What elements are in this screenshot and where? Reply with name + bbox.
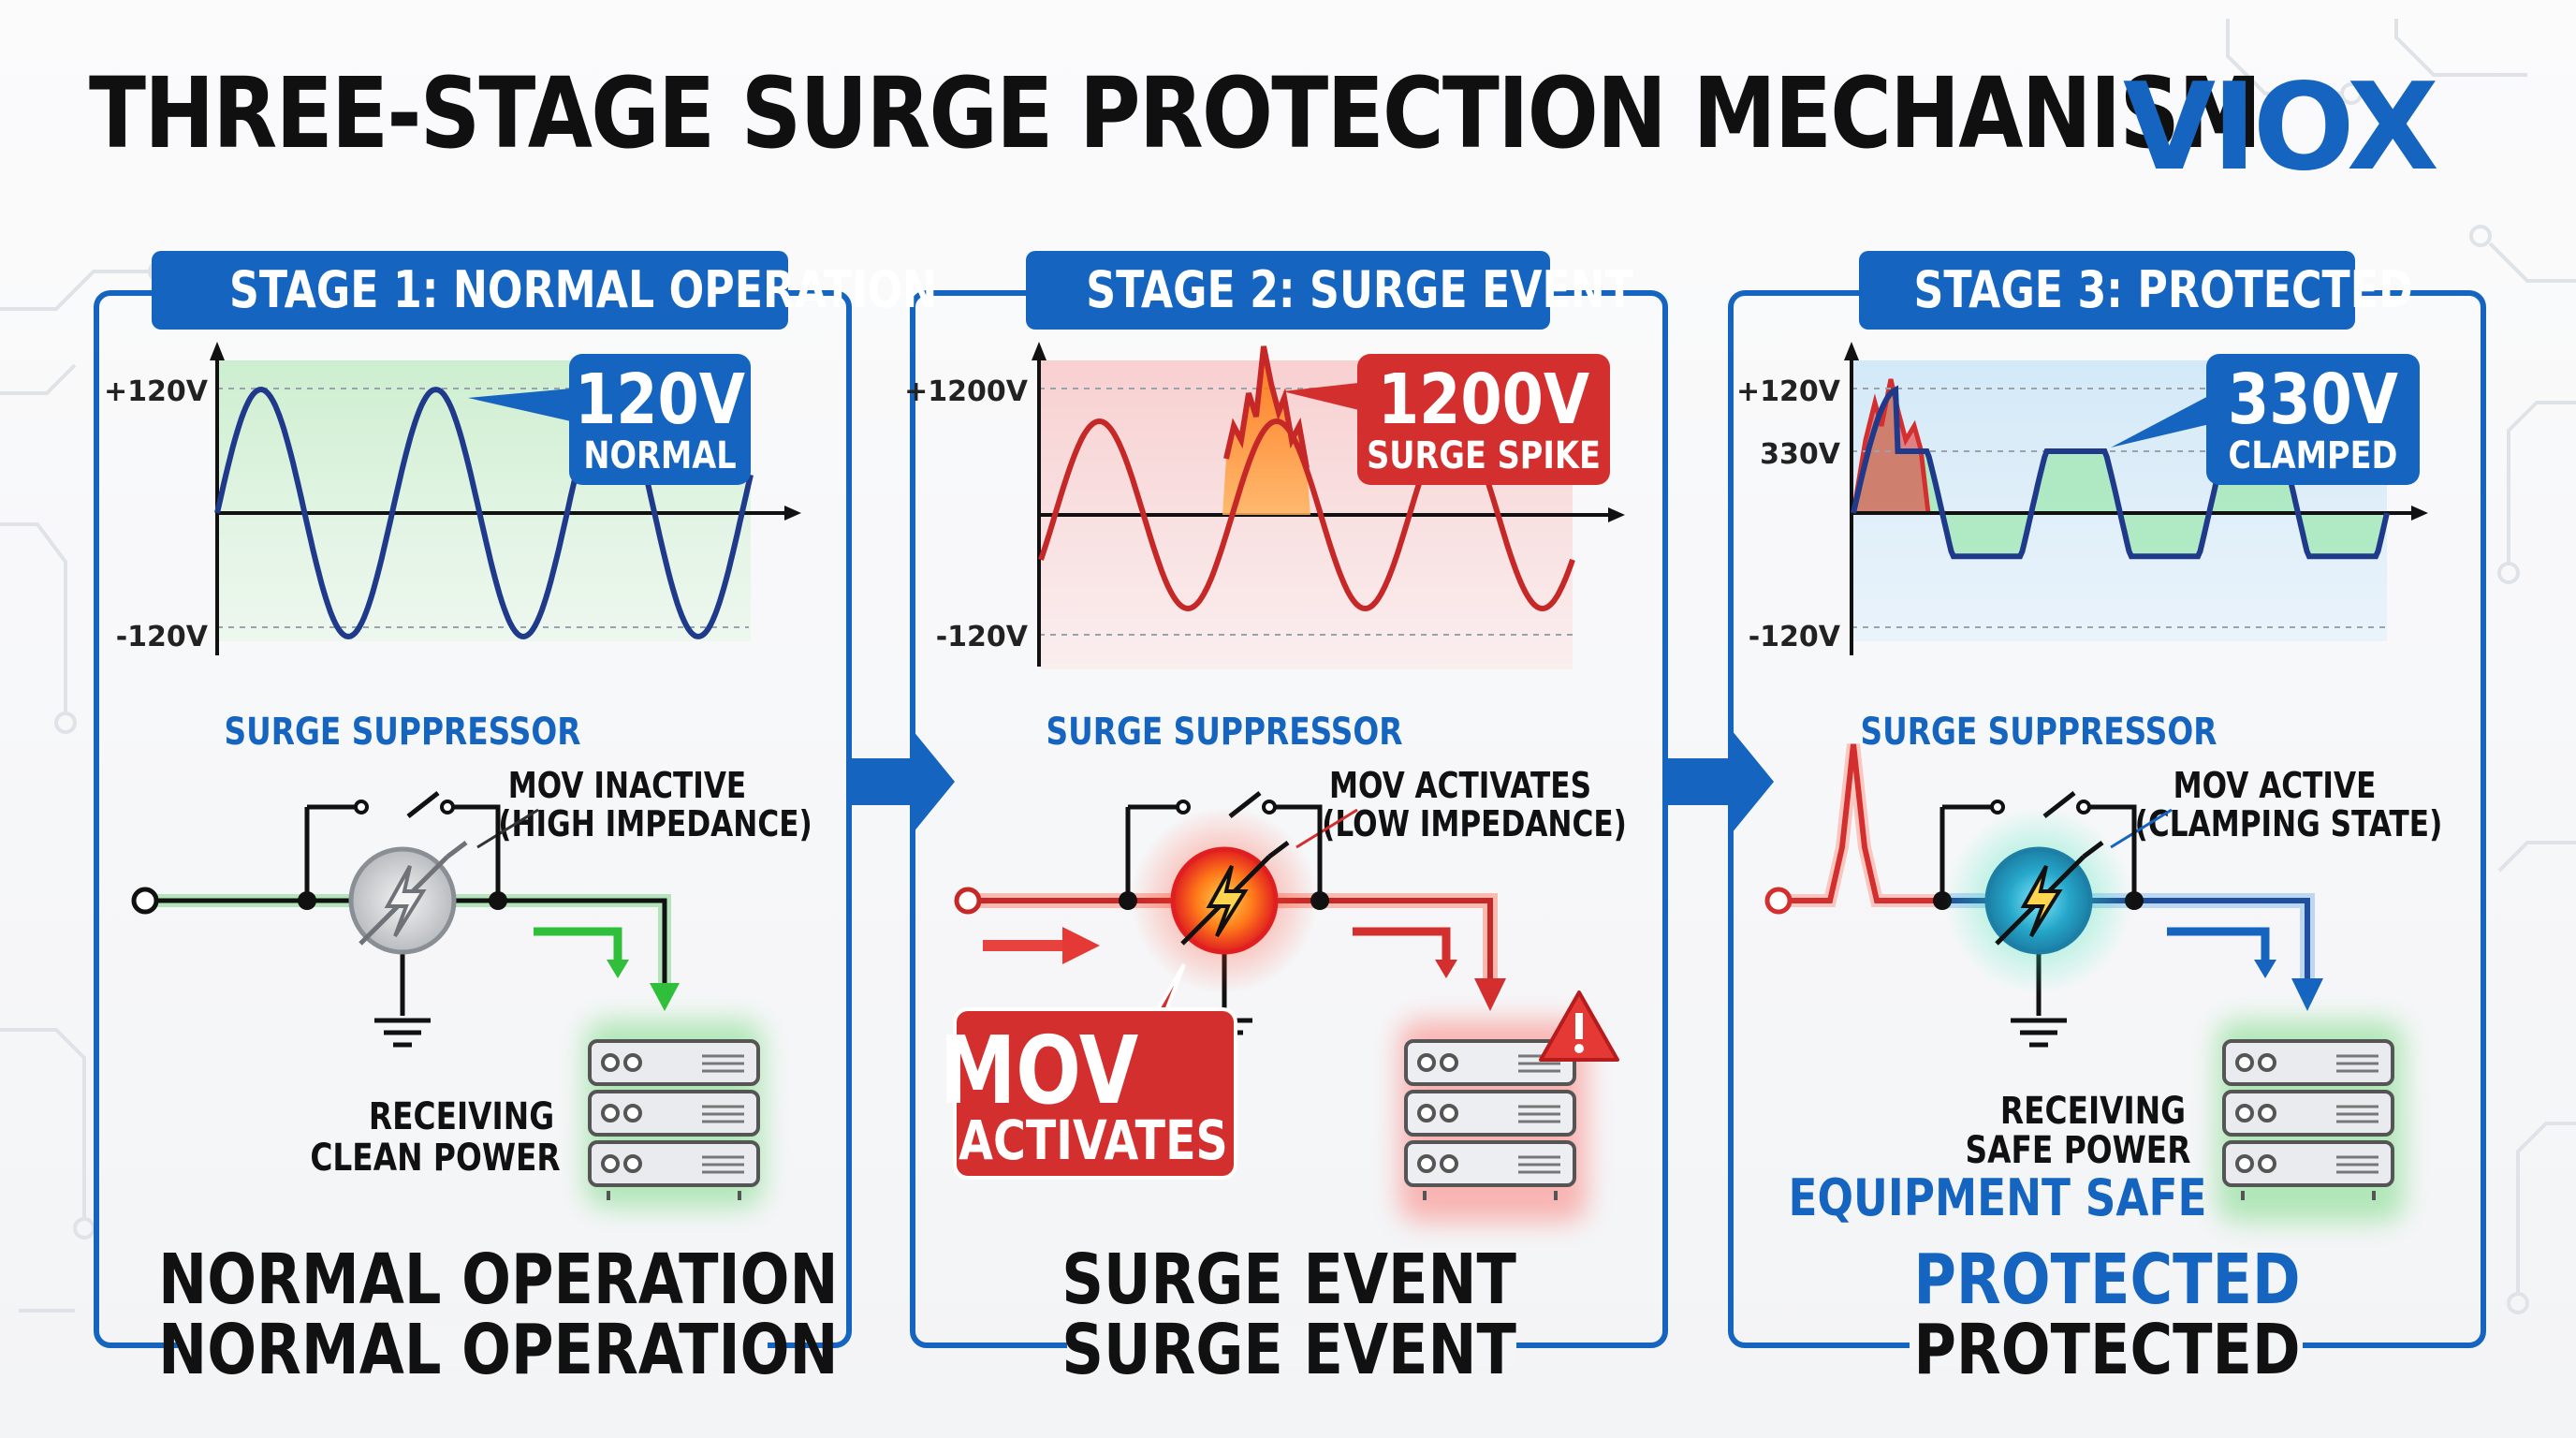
callout-value: 1200V bbox=[1378, 360, 1590, 440]
y-tick-label: +120V bbox=[104, 375, 209, 408]
equipment-caption: RECEIVING bbox=[369, 1094, 554, 1138]
stage-3-footer-repeat: PROTECTED bbox=[1913, 1310, 2301, 1390]
suppressor-label: SURGE SUPPRESSOR bbox=[224, 710, 580, 754]
stage-1-waveform-chart: +120V -120V 120V NORMAL bbox=[104, 342, 801, 655]
arrow-right-icon bbox=[847, 730, 955, 833]
stage-1-footer: NORMAL OPERATION bbox=[158, 1240, 839, 1320]
footer-border-gap bbox=[1067, 1328, 1516, 1365]
mov-state-label: MOV INACTIVE bbox=[508, 766, 746, 807]
residual-spike-fill bbox=[1853, 379, 1928, 513]
y-tick-label: -120V bbox=[1749, 621, 1841, 653]
y-tick-label: +1200V bbox=[904, 375, 1029, 408]
arrow-down-icon bbox=[2291, 978, 2323, 1011]
mov-state-detail: (LOW IMPEDANCE) bbox=[1322, 804, 1627, 845]
stage-3-circuit: SURGE SUPPRESSOR MOV ACTIVE (CLAMPING ST… bbox=[1764, 710, 2443, 1227]
equipment-caption: RECEIVING bbox=[2000, 1089, 2186, 1133]
server-rack-icon bbox=[2222, 1039, 2394, 1200]
arrow-down-icon bbox=[650, 983, 680, 1011]
voltage-callout bbox=[569, 354, 751, 485]
arrow-down-icon bbox=[1474, 978, 1506, 1011]
arrow-right-icon bbox=[1062, 927, 1100, 964]
y-tick-label: -120V bbox=[116, 621, 209, 653]
voltage-callout bbox=[1357, 354, 1610, 485]
clamped-wave bbox=[1851, 385, 2390, 560]
footer-border-gap bbox=[178, 1328, 768, 1365]
stage-2-label: STAGE 2: SURGE EVENT bbox=[1026, 251, 1633, 330]
stage-2-waveform-chart: +1200V -120V 1200V SURGE SPIKE bbox=[904, 342, 1625, 669]
mov-varistor-icon bbox=[1170, 841, 1290, 955]
callout-caption: CLAMPED bbox=[2229, 433, 2398, 477]
callout-pointer bbox=[468, 389, 571, 421]
brand-logo: VIOX bbox=[2123, 58, 2439, 198]
callout-pointer bbox=[1282, 382, 1367, 412]
callout-caption: SURGE SPIKE bbox=[1367, 433, 1601, 477]
mov-varistor-icon bbox=[1984, 841, 2104, 955]
y-tick-label: 330V bbox=[1760, 438, 1841, 471]
input-terminal bbox=[1764, 887, 1793, 915]
surge-input-pulse bbox=[1783, 743, 1942, 903]
mov-activates-badge bbox=[953, 1007, 1237, 1180]
callout-pointer bbox=[2111, 393, 2214, 448]
normal-sine-wave bbox=[214, 386, 754, 640]
stage-1-circuit: SURGE SUPPRESSOR MOV INACTIVE (HIGH IMPE… bbox=[131, 710, 812, 1208]
server-rack-icon bbox=[1404, 1039, 1576, 1200]
stage-3-footer: PROTECTED bbox=[1913, 1240, 2301, 1320]
ground-icon bbox=[2011, 1018, 2067, 1048]
stage-1-footer-repeat: NORMAL OPERATION bbox=[158, 1310, 839, 1390]
stage-2-footer: SURGE EVENT bbox=[1061, 1240, 1516, 1320]
stage-2-footer-repeat: SURGE EVENT bbox=[1061, 1310, 1516, 1390]
mov-badge-title: MOV bbox=[940, 1016, 1139, 1125]
ground-icon bbox=[374, 1018, 431, 1048]
callout-caption: NORMAL bbox=[583, 433, 736, 477]
stage-3-waveform-chart: +120V 330V -120V 330V CLAMPED bbox=[1736, 342, 2428, 655]
mov-state-label: MOV ACTIVATES bbox=[1329, 766, 1591, 807]
warning-triangle-icon bbox=[1539, 990, 1619, 1062]
mov-state-label: MOV ACTIVE bbox=[2174, 766, 2377, 807]
equipment-caption: CLEAN POWER bbox=[310, 1136, 560, 1180]
stage-2-circuit: SURGE SUPPRESSOR MOV ACTIVATES (LOW IMPE… bbox=[940, 710, 1627, 1222]
suppressor-label: SURGE SUPPRESSOR bbox=[1046, 710, 1402, 754]
y-tick-label: -120V bbox=[936, 621, 1029, 653]
y-tick-label: +120V bbox=[1736, 375, 1841, 408]
mov-badge-caption: ACTIVATES bbox=[959, 1108, 1228, 1172]
mov-state-detail: (CLAMPING STATE) bbox=[2135, 804, 2443, 845]
input-terminal bbox=[131, 887, 159, 915]
server-rack-icon bbox=[588, 1039, 760, 1200]
callout-value: 120V bbox=[575, 360, 746, 440]
equipment-caption: SAFE POWER bbox=[1966, 1128, 2191, 1172]
main-title: THREE-STAGE SURGE PROTECTION MECHANISM bbox=[89, 56, 2261, 170]
power-line bbox=[150, 898, 667, 983]
equipment-status: EQUIPMENT SAFE bbox=[1788, 1168, 2206, 1227]
mov-state-detail: (HIGH IMPEDANCE) bbox=[498, 804, 812, 845]
footer-border-gap bbox=[1910, 1328, 2303, 1365]
arrow-right-icon bbox=[1666, 730, 1774, 833]
stage-3-label: STAGE 3: PROTECTED bbox=[1859, 251, 2413, 330]
mov-varistor-icon bbox=[348, 841, 468, 955]
input-terminal bbox=[954, 887, 982, 915]
suppressor-label: SURGE SUPPRESSOR bbox=[1860, 710, 2217, 754]
callout-value: 330V bbox=[2228, 360, 2399, 440]
voltage-callout bbox=[2206, 354, 2420, 485]
stage-1-label: STAGE 1: NORMAL OPERATION bbox=[152, 251, 937, 330]
